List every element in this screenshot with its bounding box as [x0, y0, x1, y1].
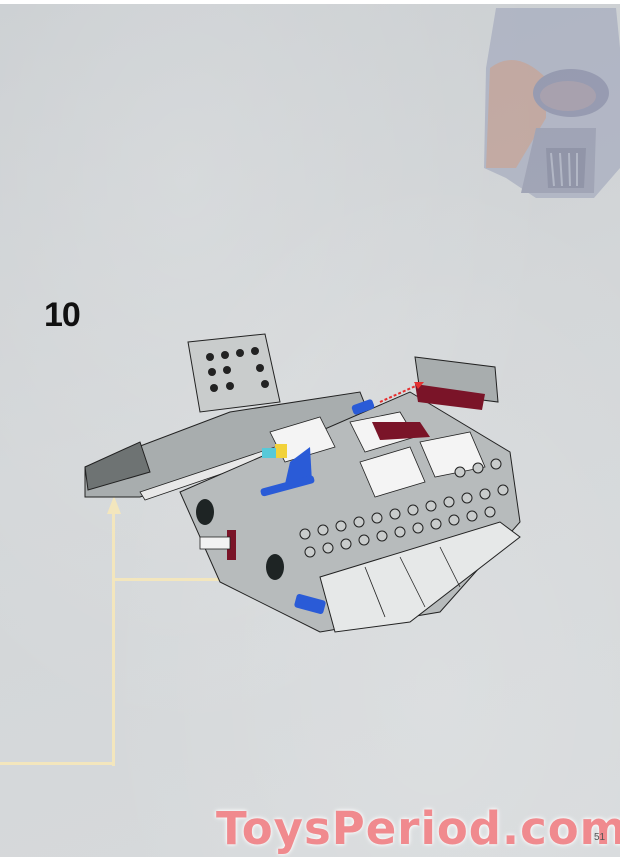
callout-line-horizontal: [112, 578, 312, 581]
callout-line-vertical: [112, 510, 115, 766]
instruction-page: 10: [0, 4, 620, 857]
watermark: ToysPeriod.com: [216, 802, 620, 855]
callout-arrow-up-icon: [107, 496, 121, 514]
step-number: 10: [44, 296, 81, 334]
page-number: 51: [594, 832, 606, 843]
callout-line-bottom: [0, 762, 115, 765]
vader-helmet-icon: [484, 8, 620, 198]
lego-model-illustration: [84, 333, 521, 633]
